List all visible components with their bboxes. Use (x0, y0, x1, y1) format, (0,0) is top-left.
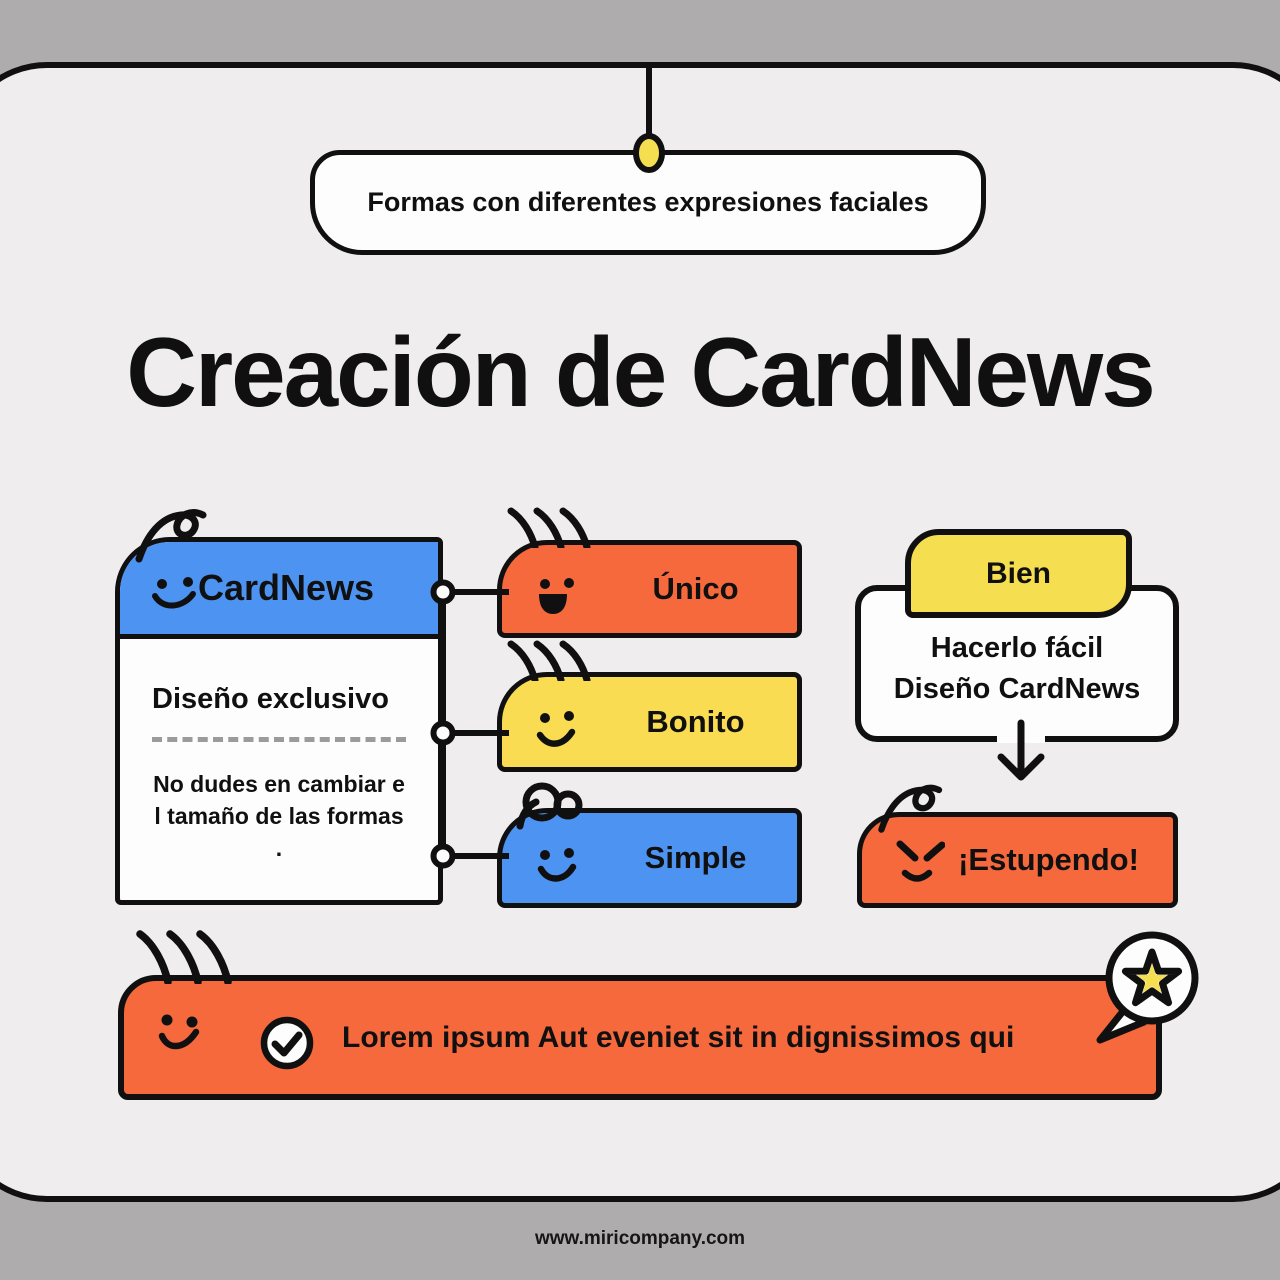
tagline-text: Formas con diferentes expresiones facial… (367, 187, 929, 217)
result-label: ¡Estupendo! (958, 842, 1139, 877)
smile-face-icon (537, 848, 577, 882)
callout-line2: Diseño CardNews (893, 673, 1141, 705)
bottom-banner: Lorem ipsum Aut eveniet sit in dignissim… (118, 975, 1162, 1100)
angry-face-icon (896, 840, 945, 882)
cardnews-card-body: Diseño exclusivo No dudes en cambiar e l… (120, 639, 438, 864)
connector-lines (430, 579, 509, 869)
dashed-divider (152, 737, 406, 742)
cardnews-body-text: No dudes en cambiar e l tamaño de las fo… (153, 771, 405, 861)
hair-curl-icon (878, 784, 943, 833)
star-bubble-icon (1096, 931, 1199, 1044)
check-icon (260, 1016, 314, 1070)
feature-label: Simple (644, 840, 747, 875)
smiley-face-icon (158, 1014, 200, 1050)
cardnews-card: CardNews Diseño exclusivo No dudes en ca… (115, 537, 443, 905)
result-box: ¡Estupendo! (857, 812, 1178, 908)
page-title: Creación de CardNews (126, 317, 1155, 427)
footer-url: www.miricompany.com (534, 1228, 746, 1249)
feature-bonito: Bonito (497, 672, 802, 772)
feature-label: Bonito (646, 704, 745, 739)
cardnews-card-header: CardNews (120, 542, 438, 639)
feature-label: Único (652, 571, 739, 606)
hair-curl-icon (135, 509, 207, 563)
banner-text: Lorem ipsum Aut eveniet sit in dignissim… (342, 1020, 1015, 1054)
down-arrow-icon (997, 719, 1045, 781)
cardnews-heading: Diseño exclusivo (152, 683, 389, 715)
cardnews-title: CardNews (198, 567, 375, 608)
feature-simple: Simple (497, 808, 802, 908)
feature-unico: Único (497, 540, 802, 638)
hair-lashes-icon (507, 640, 591, 681)
smile-face-icon (536, 711, 576, 747)
curly-hair-icon (516, 782, 583, 830)
hair-lashes-icon (507, 507, 591, 548)
callout-tab-label: Bien (985, 556, 1051, 590)
happy-open-mouth-face-icon (539, 578, 574, 614)
callout-tab: Bien (905, 529, 1132, 618)
smiley-face-icon (152, 577, 196, 609)
hair-lashes-icon (136, 930, 232, 984)
connector-stem-icon (633, 62, 665, 173)
callout-line1: Hacerlo fácil (930, 632, 1104, 664)
